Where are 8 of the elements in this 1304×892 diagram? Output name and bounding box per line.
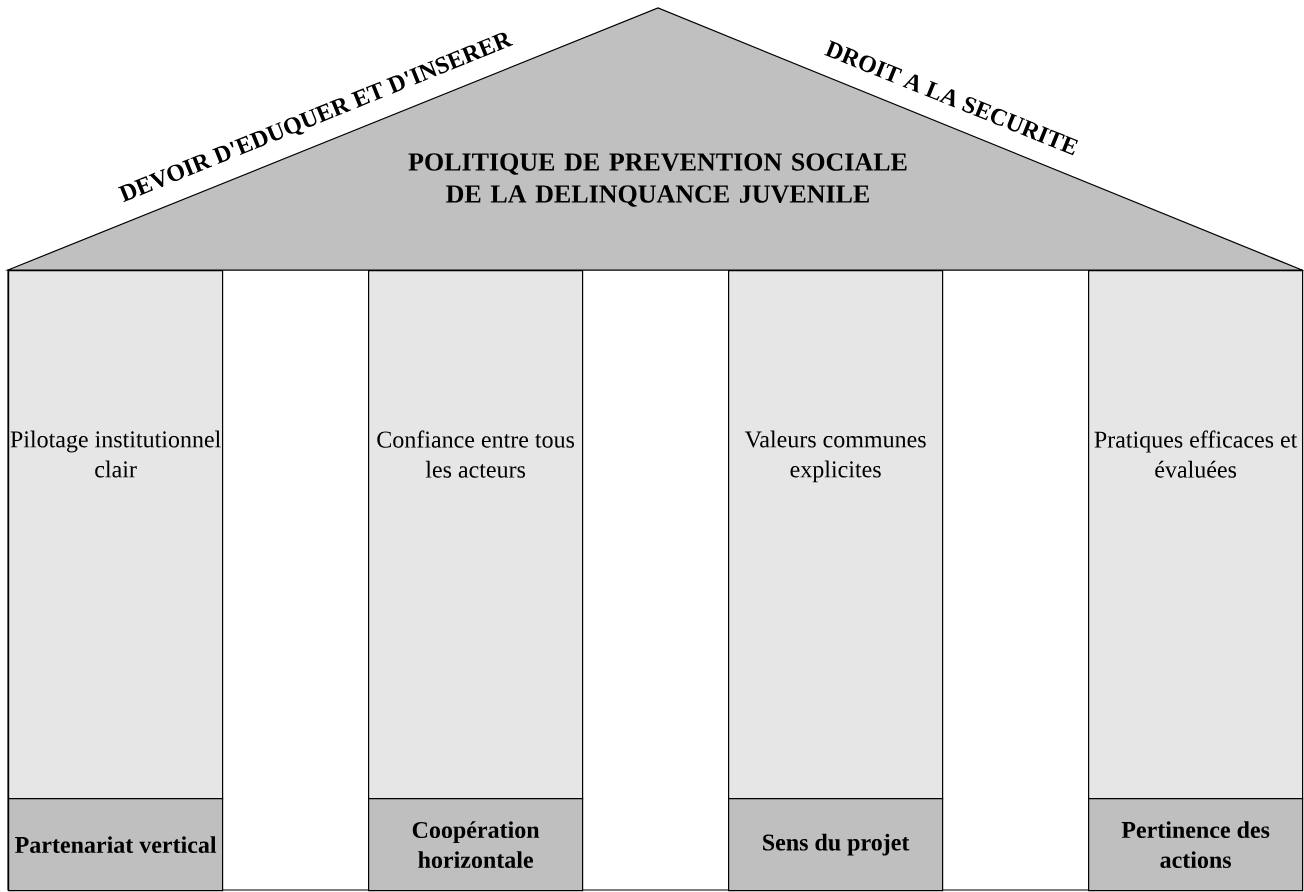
pillar-box: Confiance entre tous les acteurs [368, 270, 584, 800]
pillar-box: Valeurs communes explicites [728, 270, 944, 800]
base-box: Coopération horizontale [368, 798, 584, 892]
pillar-box: Pilotage institutionnel clair [8, 270, 224, 800]
base-box: Pertinence des actions [1088, 798, 1304, 892]
base-box: Sens du projet [728, 798, 944, 892]
pillar-box: Pratiques efficaces et évaluées [1088, 270, 1304, 800]
base-box: Partenariat vertical [8, 798, 224, 892]
